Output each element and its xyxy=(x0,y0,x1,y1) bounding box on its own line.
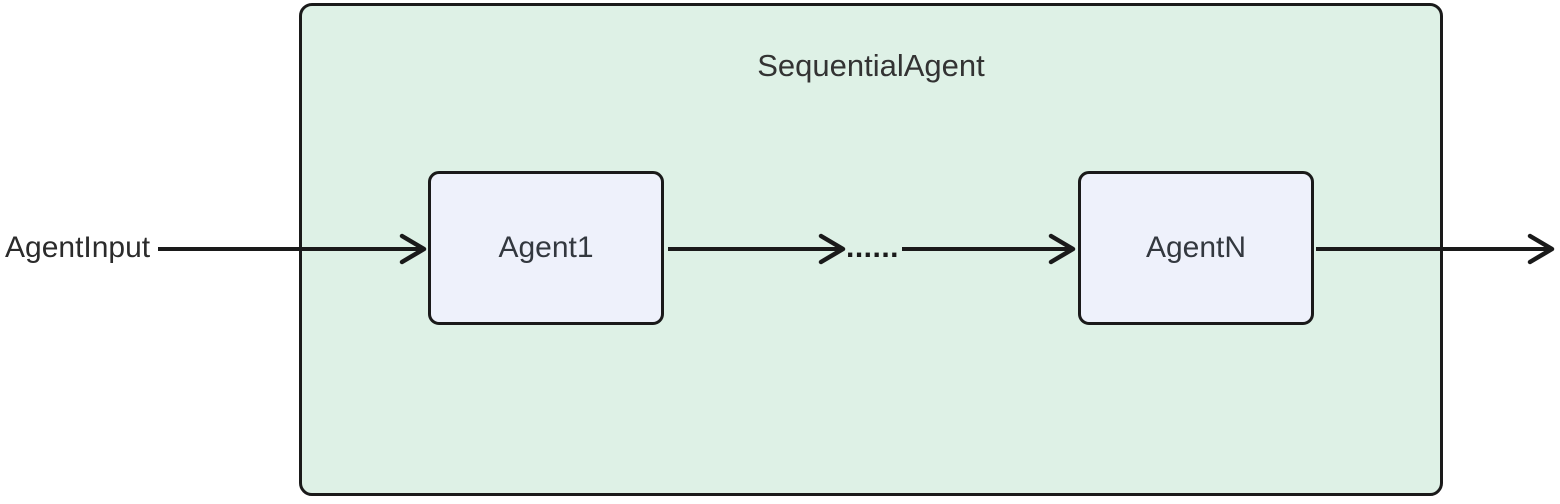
arrowhead-icon xyxy=(1527,233,1555,265)
sequential-agent-title: SequentialAgent xyxy=(757,48,985,83)
node-agentn-label: AgentN xyxy=(1145,231,1247,264)
node-agent1-label: Agent1 xyxy=(498,231,594,264)
agent-input-label: AgentInput xyxy=(5,231,151,264)
ellipsis-label: ...... xyxy=(846,231,900,264)
node-agent1: Agent1 xyxy=(428,171,664,325)
node-agentn: AgentN xyxy=(1078,171,1314,325)
